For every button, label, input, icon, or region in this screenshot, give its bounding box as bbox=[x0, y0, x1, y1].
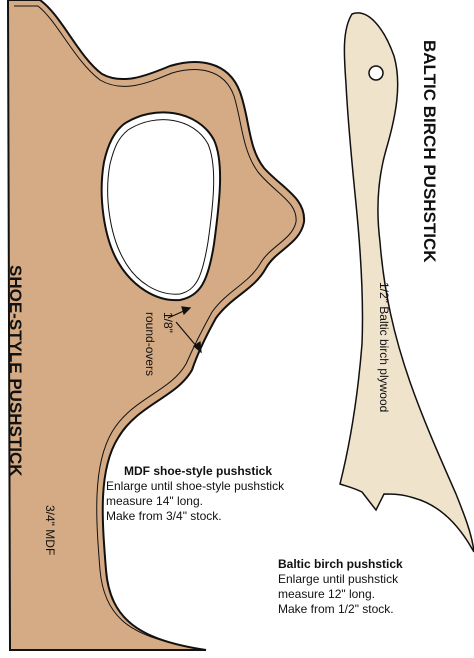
birch-note-line: Make from 1/2" stock. bbox=[278, 602, 394, 616]
shoe-note-line: Make from 3/4" stock. bbox=[106, 509, 222, 523]
birch-pushstick: BALTIC BIRCH PUSHSTICK 1/2" Baltic birch… bbox=[339, 12, 474, 553]
birch-note-line: Enlarge until pushstick bbox=[278, 572, 399, 586]
shoe-roundover-edge bbox=[14, 5, 297, 645]
shoe-pushstick-body bbox=[6, 0, 306, 651]
birch-note-heading: Baltic birch pushstick bbox=[278, 557, 403, 571]
shoe-material-label: 3/4" MDF bbox=[43, 505, 57, 555]
roundover-size-label: 1/8" bbox=[161, 312, 175, 333]
shoe-note: MDF shoe-style pushstick Enlarge until s… bbox=[106, 464, 284, 524]
shoe-pushstick-title: SHOE-STYLE PUSHSTICK bbox=[6, 265, 25, 477]
shoe-note-heading: MDF shoe-style pushstick bbox=[124, 464, 273, 478]
roundover-callout-arrows bbox=[167, 306, 202, 354]
birch-pushstick-title: BALTIC BIRCH PUSHSTICK bbox=[420, 40, 439, 263]
roundover-text-label: round-overs bbox=[143, 312, 157, 376]
shoe-note-line: measure 14" long. bbox=[106, 494, 203, 508]
birch-hang-hole bbox=[368, 65, 384, 81]
shoe-note-line: Enlarge until shoe-style pushstick bbox=[106, 479, 285, 493]
shoe-pushstick: SHOE-STYLE PUSHSTICK 3/4" MDF 1/8" round… bbox=[6, 0, 306, 651]
shoe-hole-roundover-edge bbox=[107, 119, 215, 295]
birch-material-label: 1/2" Baltic birch plywood bbox=[377, 282, 391, 412]
birch-note: Baltic birch pushstick Enlarge until pus… bbox=[278, 557, 403, 617]
birch-pushstick-body bbox=[339, 12, 474, 553]
birch-note-line: measure 12" long. bbox=[278, 587, 375, 601]
